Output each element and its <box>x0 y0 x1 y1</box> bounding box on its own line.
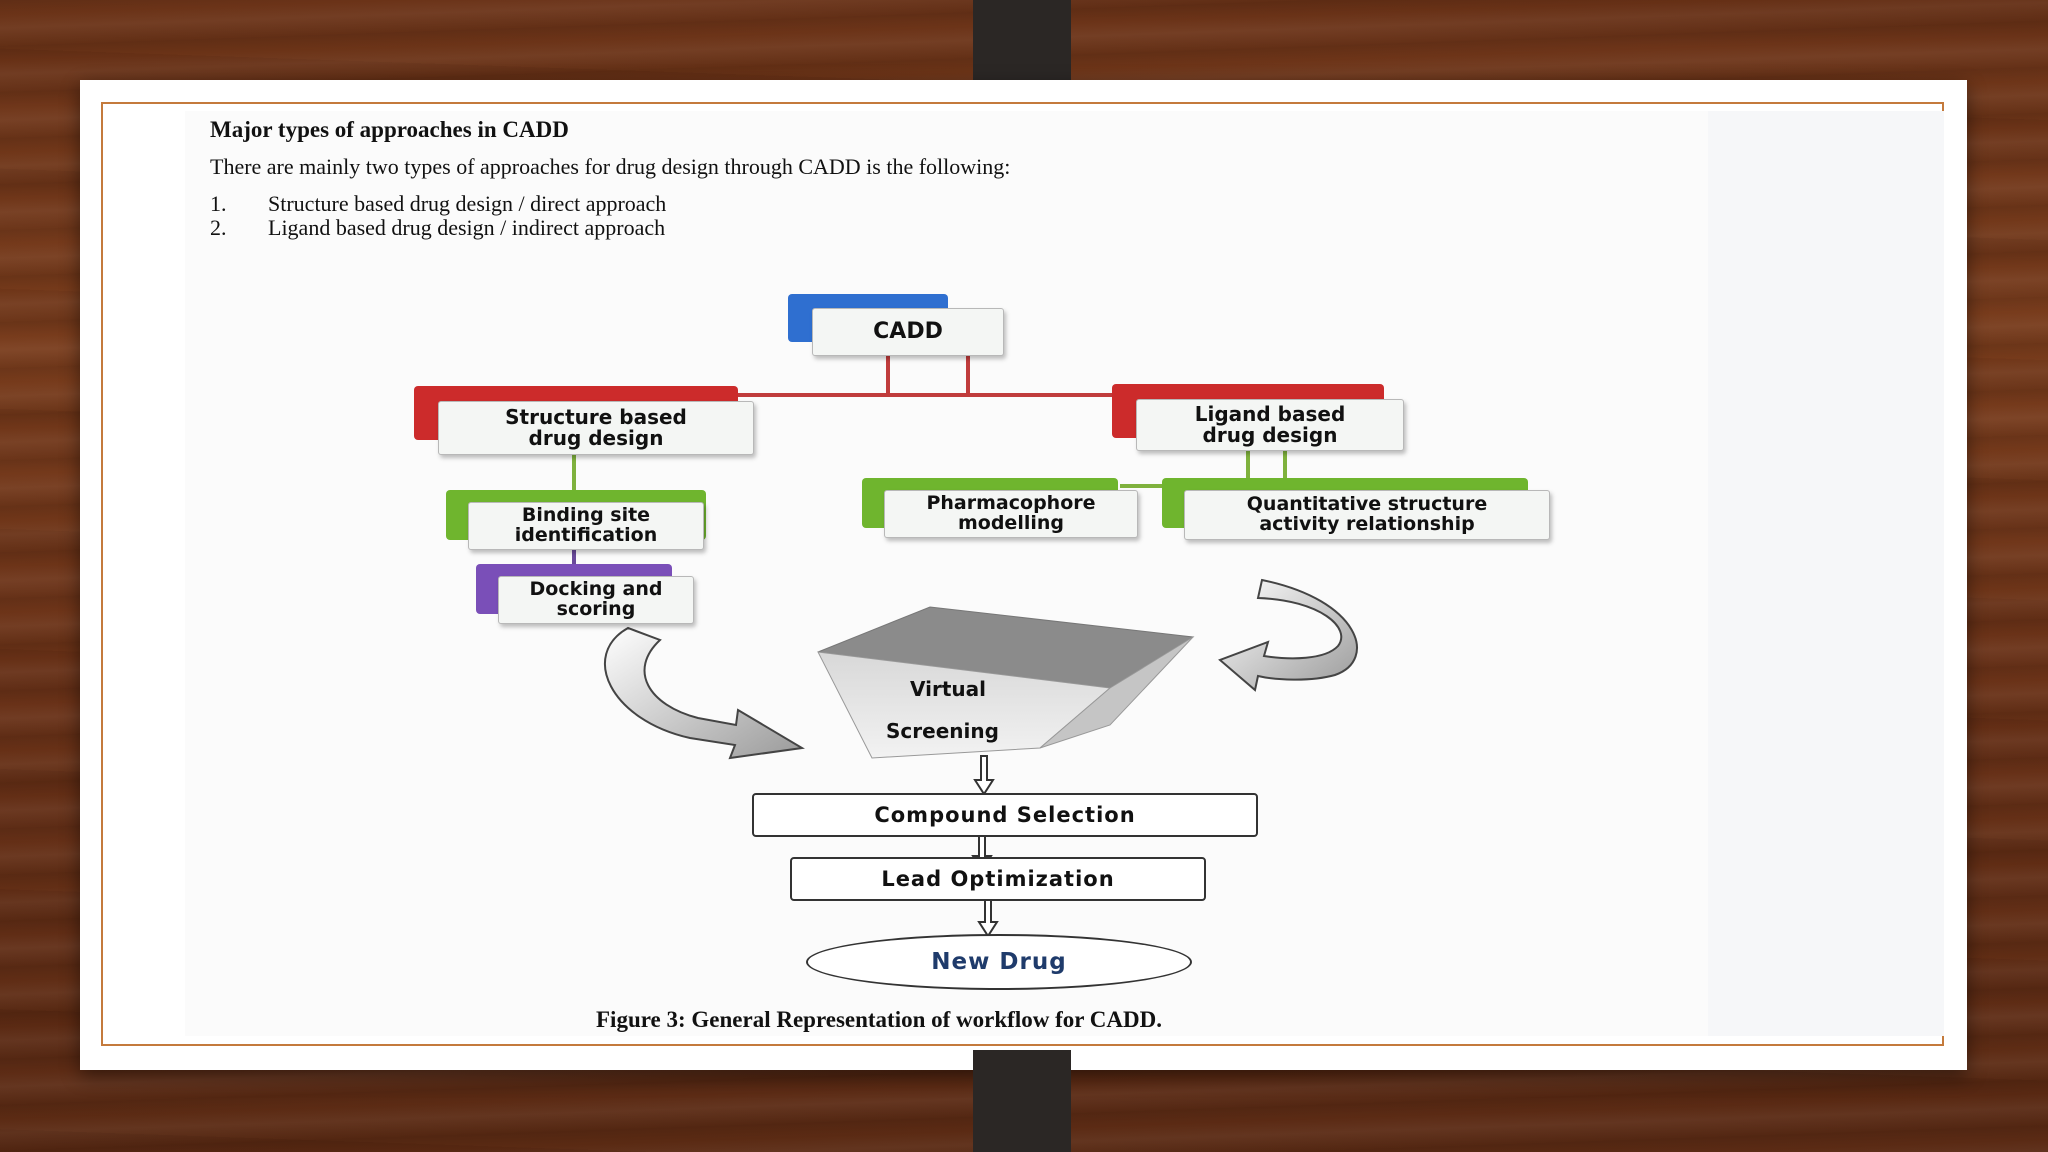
node-structure-label: Structure based drug design <box>438 401 754 455</box>
left-curved-arrow <box>603 626 805 760</box>
list-item-2: 2.Ligand based drug design / indirect ap… <box>210 215 666 240</box>
node-binding-label: Binding site identification <box>468 502 704 550</box>
flow-arrows <box>971 755 999 938</box>
sheet-margin <box>1708 111 1944 1036</box>
list-item-1: 1.Structure based drug design / direct a… <box>210 191 667 216</box>
virtual-screening-funnel <box>817 606 1195 759</box>
compound-selection-box: Compound Selection <box>752 793 1258 837</box>
new-drug-ellipse: New Drug <box>806 934 1192 990</box>
virtual-screening-label-2: Screening <box>886 719 999 743</box>
right-curved-arrow <box>1218 578 1358 692</box>
slide <box>80 80 1967 1070</box>
node-cadd-label: CADD <box>812 308 1004 356</box>
green-connectors <box>572 451 1287 492</box>
figure-caption: Figure 3: General Representation of work… <box>596 1007 1162 1032</box>
lead-optimization-box: Lead Optimization <box>790 857 1206 901</box>
node-qsar-label: Quantitative structure activity relation… <box>1184 490 1550 540</box>
node-pharmacophore-label: Pharmacophore modelling <box>884 490 1138 538</box>
red-connectors <box>738 356 1118 397</box>
node-ligand-label: Ligand based drug design <box>1136 399 1404 451</box>
section-heading: Major types of approaches in CADD <box>210 117 569 142</box>
intro-text: There are mainly two types of approaches… <box>210 154 1011 179</box>
virtual-screening-label-1: Virtual <box>910 677 986 701</box>
node-docking-label: Docking and scoring <box>498 576 694 624</box>
binder-strap-bottom <box>973 1050 1071 1152</box>
